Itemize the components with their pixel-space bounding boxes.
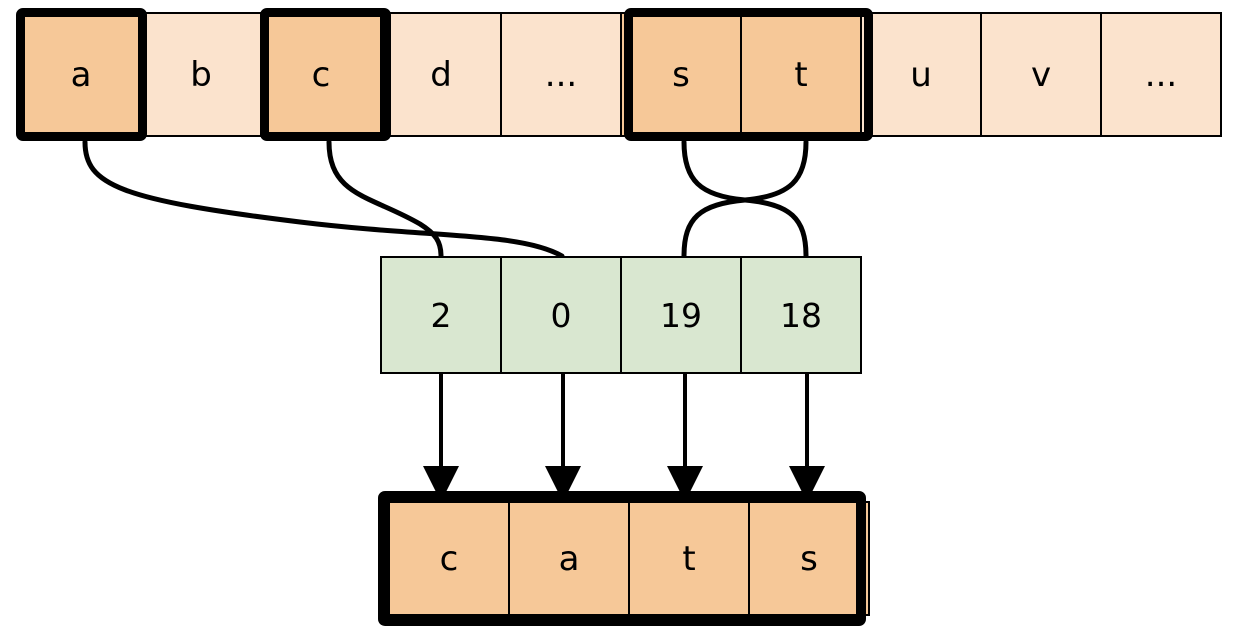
alphabet-cell-label: d bbox=[430, 54, 452, 95]
edge-s-to-18 bbox=[681, 139, 809, 259]
output-cell-label: a bbox=[558, 538, 580, 579]
edge-t-to-19 bbox=[681, 139, 809, 259]
alphabet-cell-a[interactable]: a bbox=[20, 12, 142, 137]
alphabet-cell-c[interactable]: c bbox=[260, 12, 382, 137]
alphabet-cell-b[interactable]: b bbox=[140, 12, 262, 137]
index-cell-label: 2 bbox=[430, 295, 452, 335]
alphabet-cell-label: ... bbox=[1144, 54, 1178, 95]
alphabet-cell-t[interactable]: t bbox=[740, 12, 862, 137]
alphabet-row: a b c d ... s t u v ... bbox=[20, 12, 1222, 137]
output-cell-2[interactable]: t bbox=[628, 501, 750, 616]
edge-a-to-0 bbox=[82, 139, 565, 259]
output-row: c a t s bbox=[388, 501, 870, 616]
output-cell-label: t bbox=[682, 538, 696, 579]
alphabet-cell-label: u bbox=[910, 54, 932, 95]
output-cell-label: s bbox=[800, 538, 818, 579]
alphabet-cell-label: v bbox=[1030, 54, 1052, 95]
index-cell-label: 18 bbox=[780, 295, 822, 335]
alphabet-cell-label: b bbox=[190, 54, 212, 95]
edge-c-to-2 bbox=[326, 139, 444, 259]
index-cell-2[interactable]: 19 bbox=[620, 256, 742, 374]
alphabet-cell-s[interactable]: s bbox=[620, 12, 742, 137]
output-cell-3[interactable]: s bbox=[748, 501, 870, 616]
index-row: 2 0 19 18 bbox=[380, 256, 862, 374]
index-cell-0[interactable]: 2 bbox=[380, 256, 502, 374]
alphabet-cell-u[interactable]: u bbox=[860, 12, 982, 137]
output-cell-1[interactable]: a bbox=[508, 501, 630, 616]
output-cell-label: c bbox=[439, 538, 459, 579]
index-cell-3[interactable]: 18 bbox=[740, 256, 862, 374]
alphabet-cell-label: c bbox=[311, 54, 331, 95]
alphabet-cell-label: ... bbox=[544, 54, 578, 95]
index-cell-1[interactable]: 0 bbox=[500, 256, 622, 374]
index-cell-label: 19 bbox=[660, 295, 702, 335]
alphabet-cell-label: a bbox=[70, 54, 92, 95]
alphabet-cell-d[interactable]: d bbox=[380, 12, 502, 137]
index-cell-label: 0 bbox=[550, 295, 572, 335]
output-cell-0[interactable]: c bbox=[388, 501, 510, 616]
alphabet-cell-ellipsis-1[interactable]: ... bbox=[500, 12, 622, 137]
alphabet-cell-ellipsis-2[interactable]: ... bbox=[1100, 12, 1222, 137]
alphabet-cell-label: s bbox=[672, 54, 690, 95]
alphabet-cell-label: t bbox=[794, 54, 808, 95]
alphabet-cell-v[interactable]: v bbox=[980, 12, 1102, 137]
